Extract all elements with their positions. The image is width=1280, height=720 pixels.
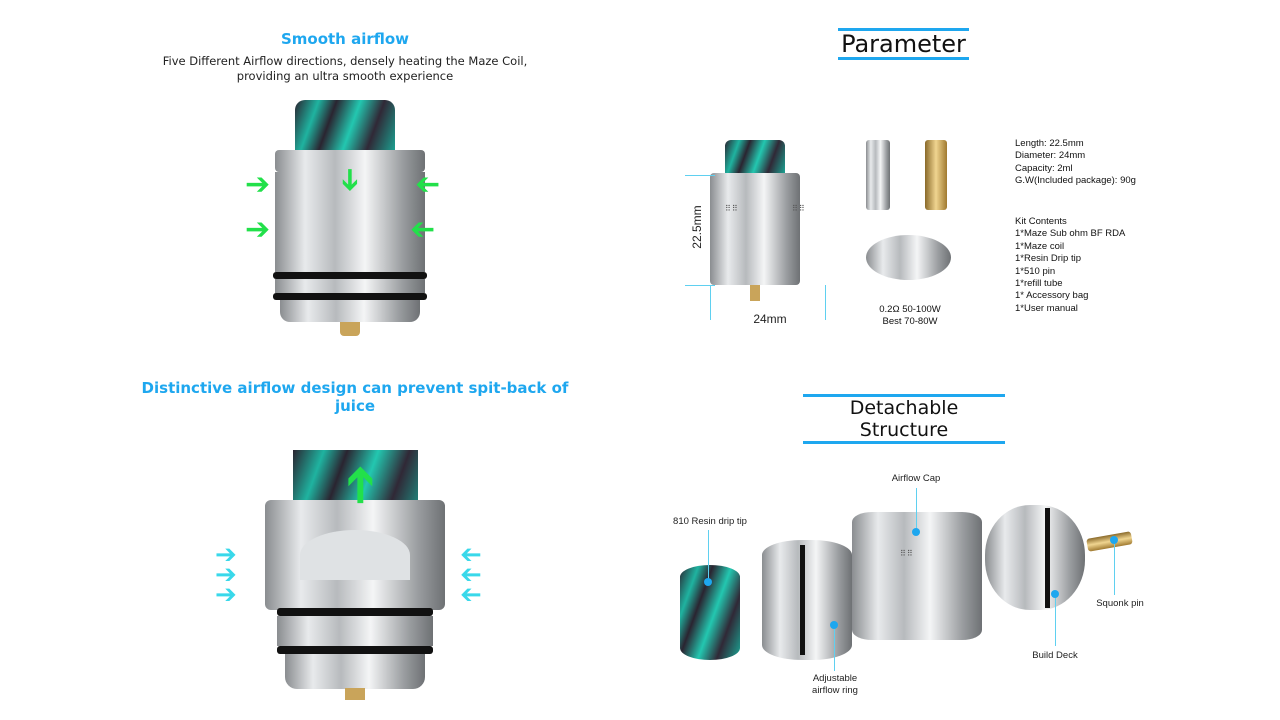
kit-item: 1* Accessory bag [1015,290,1089,302]
coil-power-range: 0.2Ω 50-100W [879,304,941,315]
spit-back-title: Distinctive airflow design can prevent s… [141,379,569,415]
height-dimension-label: 22.5mm [690,205,704,249]
spec-list: Length: 22.5mm Diameter: 24mm Capacity: … [1015,138,1136,188]
kit-item: 1*refill tube [1015,278,1063,290]
label-build-deck: Build Deck [1032,650,1078,661]
label-airflow-cap: Airflow Cap [891,473,941,484]
arrow-down-icon: ➔ [333,167,367,193]
kit-item: 1*510 pin [1015,265,1056,277]
label-airflow-ring-line-1: Adjustable [812,673,858,684]
desc-line-1: Five Different Airflow directions, dense… [162,54,528,68]
atomizer-dimension-image: ⠿⠿ ⠿⠿ [680,135,840,330]
arrow-in-icon: ➔ [245,213,271,246]
label-squonk-pin: Squonk pin [1096,598,1144,609]
arrow-in-icon: ➔➔➔ [460,539,482,609]
maze-coil-image [866,235,951,280]
smooth-airflow-title: Smooth airflow [280,30,410,48]
kit-item: 1*Maze Sub ohm BF RDA [1015,228,1126,240]
label-airflow-ring: Adjustable airflow ring [790,673,880,697]
spec-weight: G.W(Included package): 90g [1015,175,1136,187]
width-dimension-label: 24mm [753,312,787,326]
arrow-in-icon: ➔ [245,168,271,201]
label-airflow-ring-line-2: airflow ring [812,685,858,696]
atomizer-airflow-image: ➔ ➔ ➔ ➔ ➔ [240,95,460,350]
kit-item: 1*Maze coil [1015,240,1065,252]
label-drip-tip: 810 Resin drip tip [673,516,747,527]
spec-diameter: Diameter: 24mm [1015,150,1086,162]
arrow-up-icon: ➔ [330,464,387,506]
coil-best-range: Best 70-80W [882,316,938,328]
coil-rating: 0.2Ω 50-100W Best 70-80W [860,304,960,329]
build-deck-image [985,505,1085,610]
airflow-ring-image [762,540,852,660]
kit-item: 1*Resin Drip tip [1015,253,1081,265]
arrow-in-icon: ➔ [415,168,441,201]
kit-item: 1*User manual [1015,302,1078,314]
spec-length: Length: 22.5mm [1015,138,1084,149]
smooth-airflow-desc: Five Different Airflow directions, dense… [150,54,540,84]
refill-tube-image [866,140,890,210]
arrow-in-icon: ➔➔➔ [215,539,237,609]
o-ring [1045,508,1050,608]
kit-contents: Kit Contents 1*Maze Sub ohm BF RDA 1*Maz… [1015,216,1125,315]
spec-capacity: Capacity: 2ml [1015,162,1073,174]
o-ring [800,545,805,655]
parameter-title: Parameter [838,28,969,60]
arrow-in-icon: ➔ [410,213,436,246]
kit-title: Kit Contents [1015,216,1067,227]
structure-title: Detachable Structure [803,394,1005,444]
desc-line-2: providing an ultra smooth experience [236,69,454,83]
pin-image [925,140,947,210]
atomizer-cutaway-image: ➔ ➔➔➔ ➔➔➔ [215,440,500,705]
